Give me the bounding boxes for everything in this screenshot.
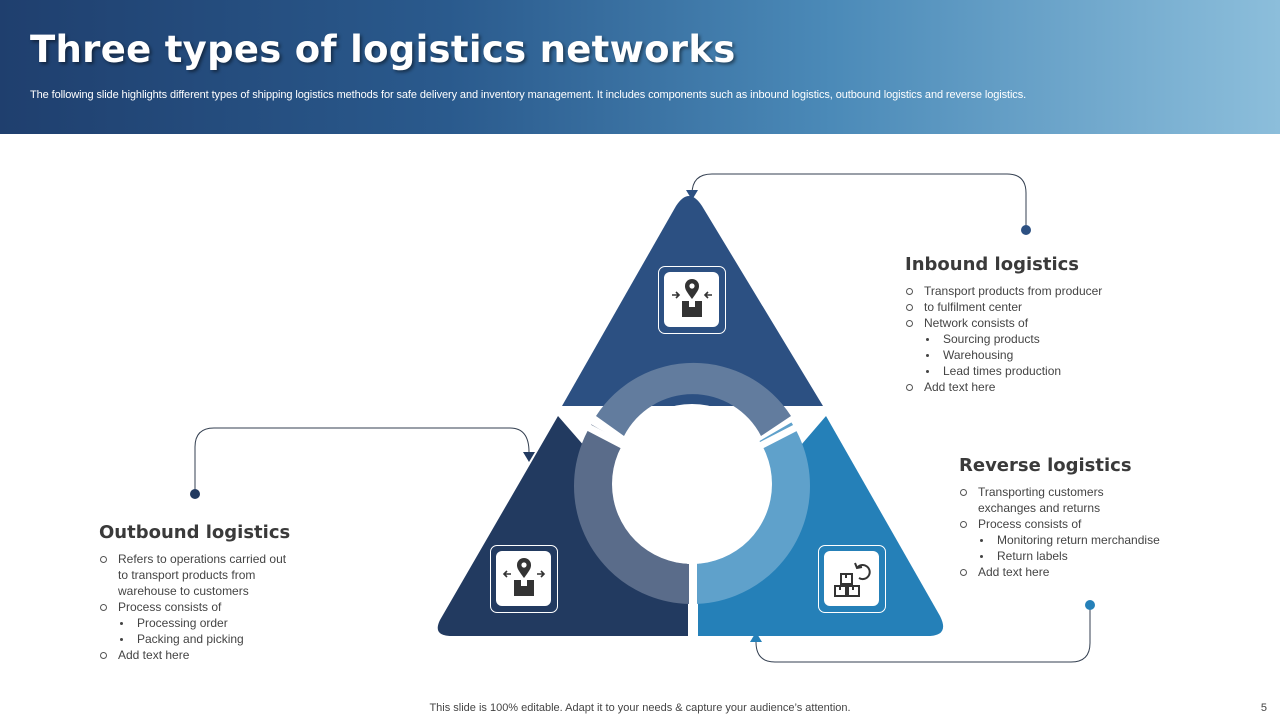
list-item: Return labels <box>959 548 1160 564</box>
reverse-icon-tile <box>818 545 886 613</box>
list-item: Add text here <box>959 564 1160 580</box>
list-item: Refers to operations carried out <box>99 551 290 567</box>
reverse-logistics-block: Reverse logistics Transporting customers… <box>959 455 1160 580</box>
slide-title: Three types of logistics networks <box>30 28 736 71</box>
list-item: Lead times production <box>905 363 1102 379</box>
outbound-connector-dot <box>190 489 200 499</box>
list-item: Monitoring return merchandise <box>959 532 1160 548</box>
center-circle <box>612 404 772 564</box>
list-item: Add text here <box>99 647 290 663</box>
outbound-arrowhead <box>523 452 535 462</box>
list-item: exchanges and returns <box>978 501 1101 515</box>
list-item: Processing order <box>99 615 290 631</box>
list-item: Sourcing products <box>905 331 1102 347</box>
location-pin-box-outward-arrows-icon <box>502 558 546 596</box>
inbound-logistics-title: Inbound logistics <box>905 254 1080 275</box>
separator-right <box>756 406 832 451</box>
header-banner: Three types of logistics networks The fo… <box>0 0 1280 134</box>
list-item: to transport products from <box>118 568 256 582</box>
list-item: Network consists of <box>905 315 1102 331</box>
list-item: Packing and picking <box>99 631 290 647</box>
reverse-arrowhead <box>750 632 762 642</box>
slide-subtitle: The following slide highlights different… <box>30 89 1027 101</box>
inbound-logistics-block: Inbound logistics Transport products fro… <box>905 254 1102 395</box>
inbound-connector-dot <box>1021 225 1031 235</box>
ring-left-segment <box>574 400 689 604</box>
list-item: Warehousing <box>905 347 1102 363</box>
list-item: warehouse to customers <box>118 584 249 598</box>
list-item: to fulfilment center <box>905 299 1102 315</box>
reverse-logistics-title: Reverse logistics <box>959 455 1132 476</box>
outbound-connector-line <box>194 427 530 494</box>
location-pin-box-inward-arrows-icon <box>672 279 712 317</box>
boxes-return-arrow-icon <box>834 562 871 597</box>
page-number: 5 <box>1260 702 1267 714</box>
list-item: Transporting customers <box>959 484 1160 500</box>
outbound-logistics-title: Outbound logistics <box>99 522 291 543</box>
footer-note: This slide is 100% editable. Adapt it to… <box>429 702 851 714</box>
ring-top-segment <box>596 362 791 436</box>
reverse-connector-line <box>755 605 1091 663</box>
inbound-arrowhead <box>686 190 698 200</box>
outbound-logistics-block: Outbound logistics Refers to operations … <box>99 522 290 663</box>
reverse-connector-dot <box>1085 600 1095 610</box>
outbound-icon-tile <box>490 545 558 613</box>
inbound-connector-line <box>691 173 1027 230</box>
list-item: Add text here <box>905 379 1102 395</box>
list-item: Process consists of <box>99 599 290 615</box>
separator-left <box>553 406 628 451</box>
list-item: Transport products from producer <box>905 283 1102 299</box>
list-item: Process consists of <box>959 516 1160 532</box>
inbound-icon-tile <box>658 266 726 334</box>
